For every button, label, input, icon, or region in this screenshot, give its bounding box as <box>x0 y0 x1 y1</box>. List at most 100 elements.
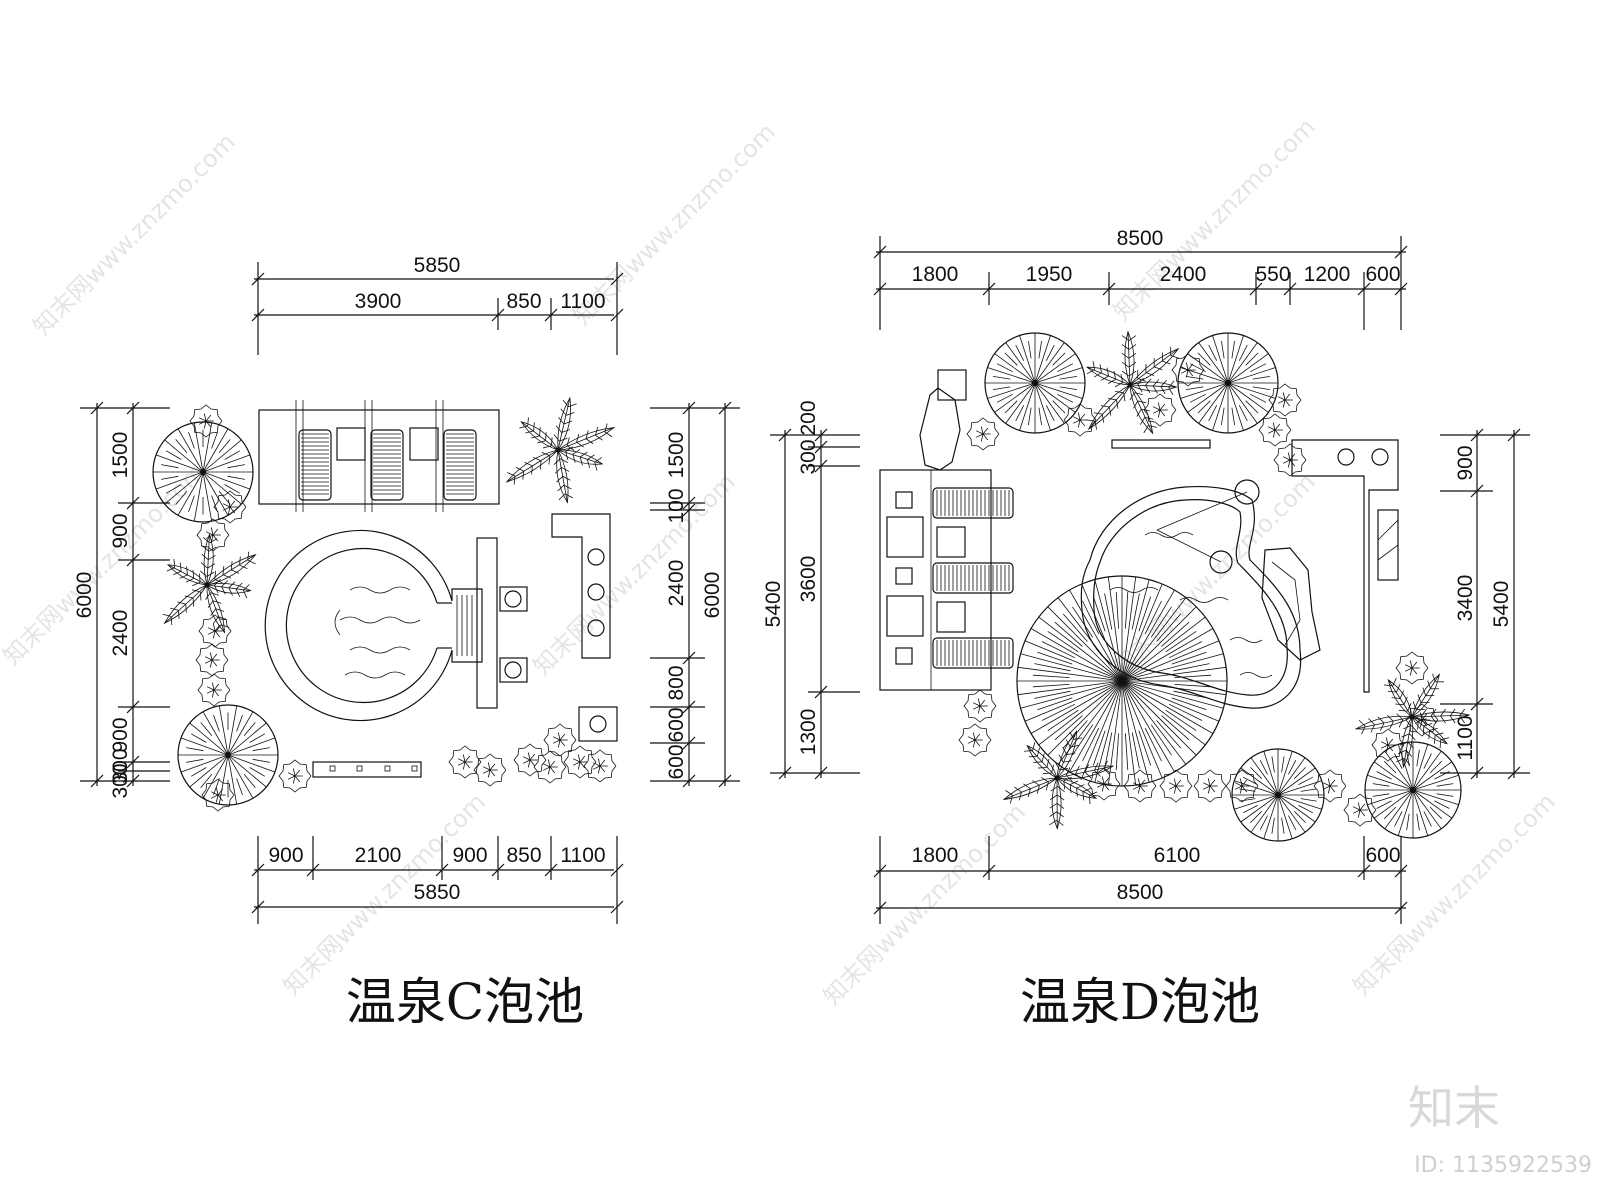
dim-d-top-seg-5: 1200 <box>1304 263 1351 286</box>
dim-d-bottom-seg-3: 600 <box>1365 844 1400 867</box>
tree-icon <box>1016 575 1228 787</box>
palm-tree-icon <box>1002 730 1115 830</box>
shrub-icon <box>963 689 997 723</box>
dim-d-left-seg-2: 300 <box>797 439 820 474</box>
dim-c-top-total: 5850 <box>414 254 461 277</box>
tick-marks-left-d <box>778 428 828 780</box>
dim-d-top-seg-2: 1950 <box>1026 263 1073 286</box>
palm-tree-icon <box>162 533 257 634</box>
pool-d-right-dimensions: 900 3400 1100 5400 <box>1440 428 1530 780</box>
dim-c-left-seg-6: 300 <box>109 763 132 798</box>
sun-lounger-icon <box>443 429 477 501</box>
dim-c-bottom-seg-2: 2100 <box>355 844 402 867</box>
dim-d-left-seg-4: 1300 <box>797 709 820 756</box>
shrub-icon <box>1405 703 1439 737</box>
shrub-icon <box>278 759 312 793</box>
tree-icon <box>177 704 279 806</box>
shrub-icon <box>201 778 235 812</box>
shrub-icon <box>1193 769 1227 803</box>
shrub-icon <box>958 723 992 757</box>
dim-d-left-seg-3: 3600 <box>797 556 820 603</box>
lounger-group <box>932 487 1014 669</box>
shrub-icon <box>513 743 547 777</box>
side-table <box>336 427 366 461</box>
pool-d-top-dimensions: 8500 1800 1950 2400 550 1200 600 <box>873 227 1408 330</box>
brand-watermark: 知末 ID: 1135922539 <box>1408 1081 1592 1178</box>
shrub-icon <box>448 745 482 779</box>
dim-c-right-seg-4: 800 <box>665 665 688 700</box>
dim-c-bottom-seg-5: 1100 <box>560 844 605 867</box>
dim-d-right-seg-3: 1100 <box>1454 715 1477 760</box>
dim-c-bottom-seg-3: 900 <box>452 844 487 867</box>
watermark-text: 知末网www.znzmo.com <box>818 798 1031 1011</box>
shrub-icon <box>198 614 232 648</box>
shrub-icon <box>195 643 229 677</box>
lounger-group <box>298 429 477 501</box>
dim-c-top-seg-1: 3900 <box>355 290 402 313</box>
watermark-text: 知末网www.znzmo.com <box>1108 113 1321 326</box>
dim-d-top-total: 8500 <box>1117 227 1164 250</box>
sun-lounger-icon <box>932 487 1014 519</box>
shrub-icon <box>213 490 247 524</box>
shrub-icon <box>1063 403 1097 437</box>
dim-d-top-seg-1: 1800 <box>912 263 959 286</box>
palm-tree-icon <box>505 396 616 504</box>
watermark-text: 知末网www.znzmo.com <box>28 128 241 341</box>
shrub-icon <box>1268 383 1302 417</box>
shrub-icon <box>583 749 617 783</box>
pool-c-title: 温泉C泡池 <box>346 973 584 1031</box>
pool-c-light-strip <box>312 761 422 778</box>
dim-c-bottom-seg-1: 900 <box>268 844 303 867</box>
shrub-icon <box>473 753 507 787</box>
shrub-icon <box>533 750 567 784</box>
tree-icon <box>1177 332 1279 434</box>
tick-marks-right-d <box>1470 428 1521 780</box>
dim-c-right-seg-2: 100 <box>665 488 688 523</box>
dim-c-left-seg-3: 2400 <box>109 610 132 657</box>
pool-c-vegetation <box>152 396 617 812</box>
pool-c-drawing: 5850 3900 850 1100 <box>73 254 740 1031</box>
tree-icon <box>1231 748 1325 842</box>
tree-icon <box>1364 741 1462 839</box>
pool-c-pergola <box>258 400 500 512</box>
palm-tree-icon <box>1354 673 1471 769</box>
watermark-text: 知末网www.znzmo.com <box>0 458 211 671</box>
dim-c-top-seg-2: 850 <box>506 290 541 313</box>
shrub-icon <box>196 518 230 552</box>
pool-c-bench <box>551 513 618 742</box>
pool-c-left-dimensions: 6000 1500 900 2400 900 300 300 <box>73 401 170 799</box>
pool-steps <box>456 595 478 656</box>
pool-d-left-dimensions: 5400 200 300 3600 1300 <box>762 400 860 780</box>
tick-marks-bottom-c <box>251 863 624 914</box>
palm-tree-icon <box>1086 330 1180 435</box>
pool-d-deck <box>879 469 1014 691</box>
lamp-post <box>499 586 528 612</box>
dim-d-left-total: 5400 <box>762 581 785 628</box>
dim-c-left-seg-1: 1500 <box>109 432 132 479</box>
dim-c-right-seg-1: 1500 <box>665 432 688 479</box>
tick-marks-top-d <box>873 245 1408 296</box>
shrub-icon <box>1087 767 1121 801</box>
pool-d-vegetation <box>958 330 1471 842</box>
pool-c-top-dimensions: 5850 3900 850 1100 <box>251 254 624 355</box>
shrub-icon <box>543 723 577 757</box>
shrub-icon <box>1159 769 1193 803</box>
shrub-icon <box>563 745 597 779</box>
dim-c-left-seg-5: 300 <box>109 748 132 783</box>
dim-c-left-seg-2: 900 <box>109 513 132 548</box>
dim-d-right-total: 5400 <box>1490 581 1513 628</box>
watermark-layer: 知末网www.znzmo.com 知末网www.znzmo.com 知末网www.z… <box>0 113 1561 1011</box>
sun-lounger-icon <box>370 429 404 501</box>
tree-icon <box>984 332 1086 434</box>
dim-d-right-seg-2: 3400 <box>1454 575 1477 622</box>
dim-c-bottom-total: 5850 <box>414 881 461 904</box>
side-table <box>409 427 439 461</box>
shrub-icon <box>1371 728 1405 762</box>
dim-d-left-seg-1: 200 <box>797 400 820 435</box>
dim-c-right-seg-5: 600 <box>665 707 688 742</box>
shrub-icon <box>1273 443 1307 477</box>
shrub-icon <box>1258 413 1292 447</box>
pool-d-bottom-dimensions: 1800 6100 600 8500 <box>873 836 1408 924</box>
pool-c-right-dimensions: 1500 100 2400 800 600 600 6000 <box>650 401 740 788</box>
water-ripples <box>334 586 421 679</box>
